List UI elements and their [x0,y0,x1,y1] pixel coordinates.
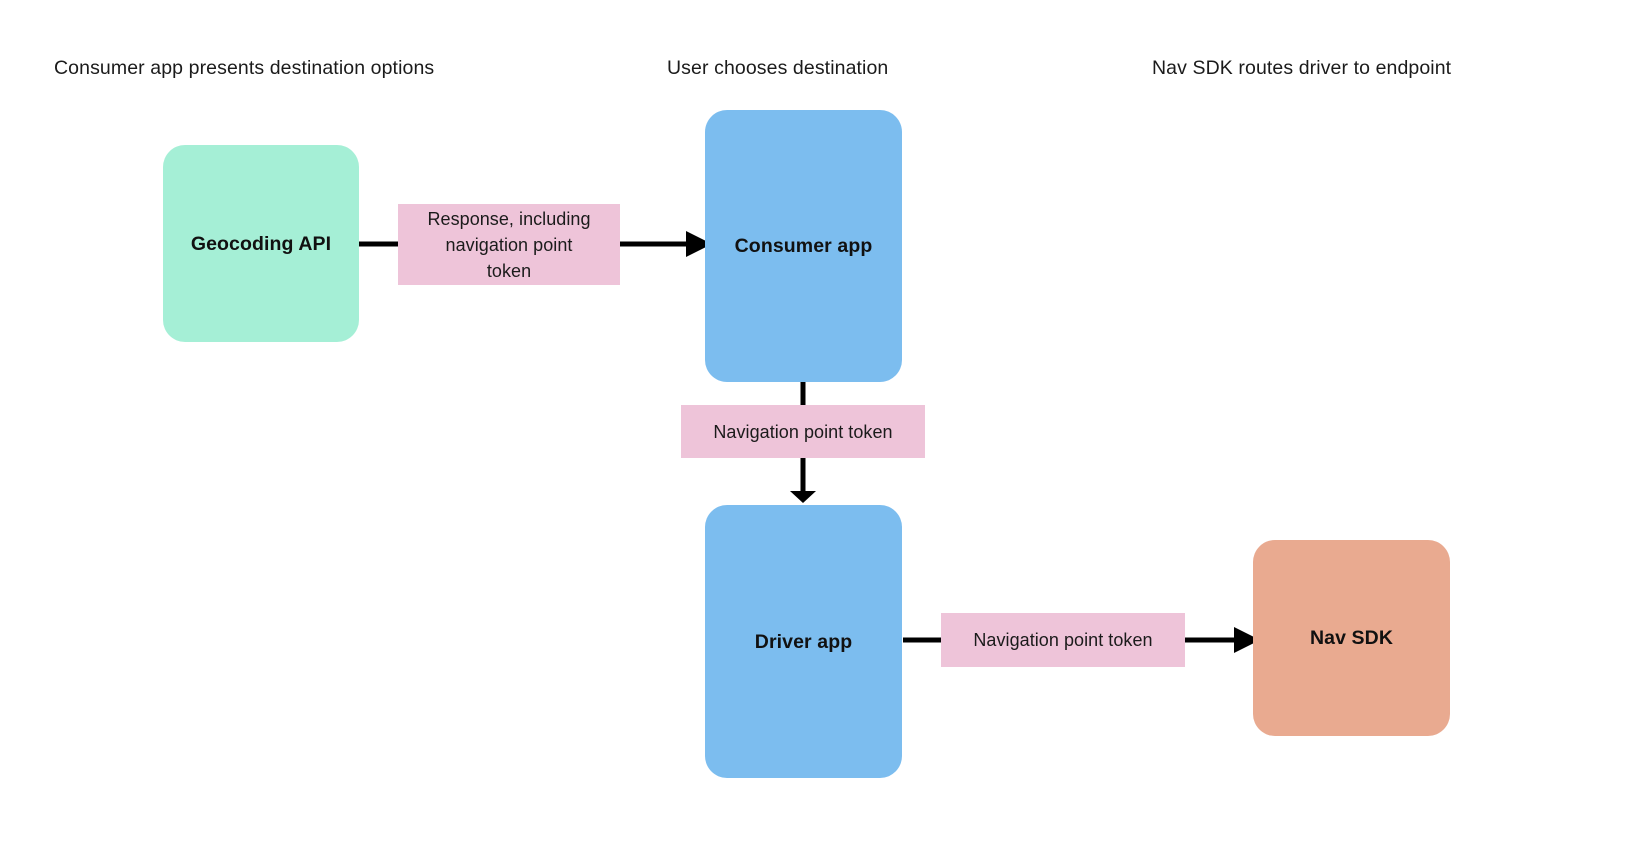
edge-label-navigation-point-token-text-2: Navigation point token [973,630,1153,650]
edge-label-navigation-point-token-consumer-to-driver: Navigation point token [681,405,925,458]
node-nav-sdk-label: Nav SDK [1309,627,1394,649]
node-consumer-app-label: Consumer app [734,235,873,257]
edge-label-navigation-point-token-driver-to-navsdk: Navigation point token [941,613,1185,667]
column-header-consumer-app-presents: Consumer app presents destination option… [54,57,435,79]
node-geocoding-api-label: Geocoding API [190,232,332,255]
node-nav-sdk[interactable]: Nav SDK [1253,540,1450,736]
node-driver-app[interactable]: Driver app [705,505,902,778]
node-driver-app-label: Driver app [754,630,853,653]
node-consumer-app[interactable]: Consumer app [705,110,902,382]
node-geocoding-api[interactable]: Geocoding API [163,145,359,342]
column-header-nav-sdk-routes-driver: Nav SDK routes driver to endpoint [1152,57,1452,79]
edge-label-navigation-point-token-text-1: Navigation point token [713,421,893,442]
column-header-user-chooses-destination: User chooses destination [667,57,889,79]
arrowhead-to-driver-app [790,491,816,503]
